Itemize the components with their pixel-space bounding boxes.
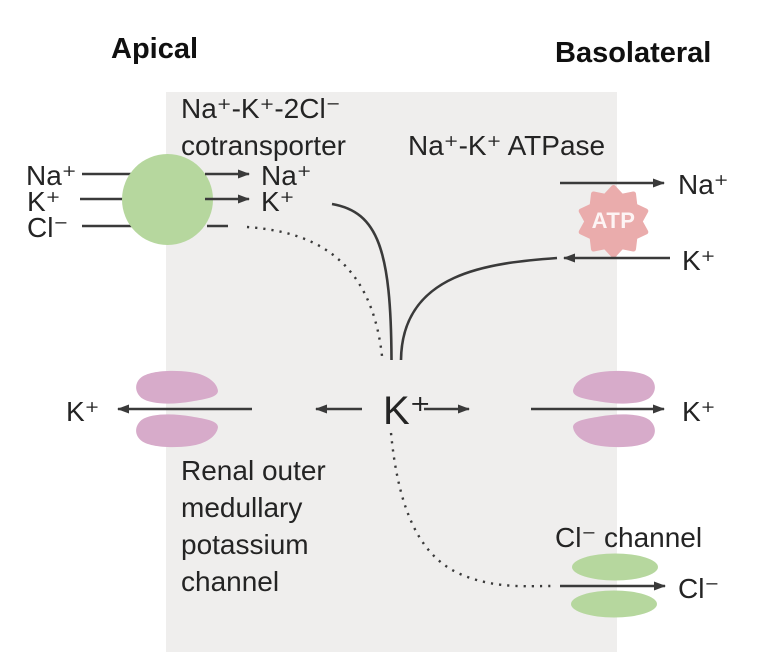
k-left-label: K⁺ — [66, 396, 100, 427]
baso-k-in-label: K⁺ — [682, 245, 716, 276]
romk-channel-upper-lobe — [136, 370, 218, 404]
k-recycle-curve-right — [399, 256, 558, 361]
atp-badge-icon — [578, 185, 649, 258]
k-right-label: K⁺ — [682, 396, 716, 427]
k-recycle-curve-left — [331, 202, 393, 361]
na-in-label: Na⁺ — [26, 160, 77, 191]
apical-heading: Apical — [111, 33, 199, 65]
baso-k-channel-lower-lobe — [573, 414, 655, 448]
atp-badge-label: ATP — [591, 208, 636, 233]
atpase-name-label: Na⁺-K⁺ ATPase — [408, 130, 606, 161]
cl-channel-lower-ellipse — [571, 590, 657, 618]
cl-path-dotted-upper — [246, 225, 384, 357]
k-out-label: K⁺ — [261, 186, 295, 217]
basolateral-heading: Basolateral — [555, 37, 712, 69]
k-in-label: K⁺ — [27, 186, 61, 217]
romk-channel-lower-lobe — [136, 414, 218, 448]
cl-channel-name-label: Cl⁻ channel — [555, 522, 703, 553]
k-center-label: K⁺ — [383, 389, 431, 433]
nkcc2-transporter-circle — [122, 154, 213, 245]
cell-body — [166, 92, 617, 652]
na-out-label: Na⁺ — [261, 160, 312, 191]
nkcc2-name-label: Na⁺-K⁺-2Cl⁻ cotransporter — [181, 93, 346, 161]
cl-out-label: Cl⁻ — [678, 573, 720, 604]
baso-na-out-label: Na⁺ — [678, 169, 729, 200]
baso-k-channel-upper-lobe — [573, 370, 655, 404]
cl-path-dotted-lower — [389, 432, 552, 588]
cl-channel-upper-ellipse — [572, 553, 658, 581]
romk-name-label: Renal outer medullary potassium channel — [181, 455, 326, 597]
cl-in-label: Cl⁻ — [27, 212, 69, 243]
